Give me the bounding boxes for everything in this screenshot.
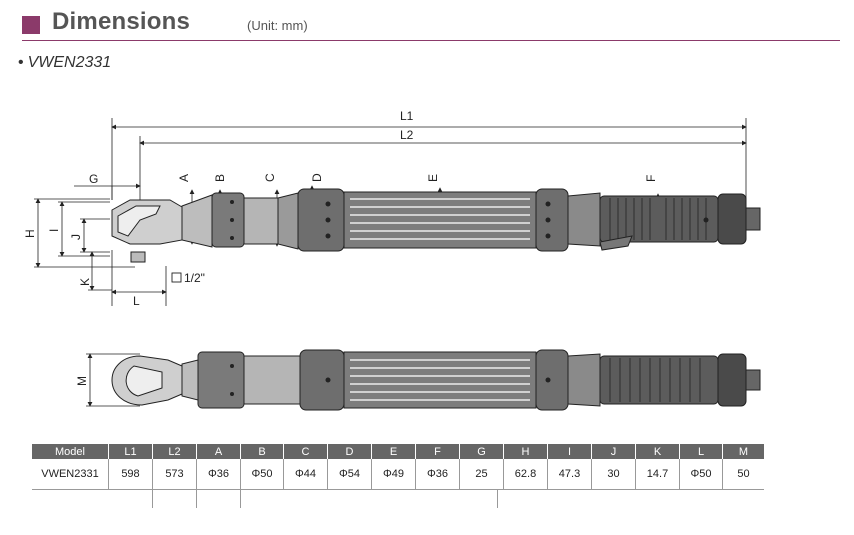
cell-C: Φ44 [283, 459, 328, 490]
table-tail-line [152, 490, 153, 508]
label-L2: L2 [400, 128, 414, 142]
label-H: H [23, 229, 37, 238]
spec-table: Model L1 L2 A B C D E F G H I J K L M VW… [32, 444, 764, 490]
table-tail-line [196, 490, 197, 508]
label-F: F [644, 175, 658, 182]
tool-side-view [111, 188, 761, 263]
cell-D: Φ54 [327, 459, 372, 490]
header-M: M [722, 444, 764, 459]
cell-G: 25 [459, 459, 504, 490]
bullet-icon: • [18, 54, 24, 71]
label-C: C [263, 173, 277, 182]
label-I: I [47, 229, 61, 232]
cell-L2: 573 [152, 459, 197, 490]
header-divider [22, 40, 840, 41]
label-A: A [177, 174, 191, 182]
header-H: H [503, 444, 548, 459]
label-L: L [133, 294, 140, 308]
header-D: D [327, 444, 372, 459]
dim-L2 [139, 136, 747, 200]
header-B: B [240, 444, 284, 459]
label-G: G [89, 172, 98, 186]
header-L1: L1 [108, 444, 153, 459]
table-row: VWEN2331 598 573 Φ36 Φ50 Φ44 Φ54 Φ49 Φ36… [32, 459, 764, 490]
header-C: C [283, 444, 328, 459]
cell-L: Φ50 [679, 459, 723, 490]
dim-L1 [111, 118, 747, 200]
dim-K [88, 251, 112, 291]
table-tail-line [240, 490, 241, 508]
label-J: J [69, 234, 83, 240]
header-F: F [415, 444, 460, 459]
header-E: E [371, 444, 416, 459]
cell-L1: 598 [108, 459, 153, 490]
table-header-row: Model L1 L2 A B C D E F G H I J K L M [32, 444, 764, 459]
cell-M: 50 [737, 468, 750, 480]
header-J: J [591, 444, 636, 459]
header-I: I [547, 444, 592, 459]
label-B: B [213, 174, 227, 182]
cell-model: VWEN2331 [32, 459, 109, 490]
page-title: Dimensions [52, 8, 191, 35]
header-model: Model [32, 444, 109, 459]
cell-A: Φ36 [196, 459, 241, 490]
table-tail-line [497, 490, 498, 508]
dimension-drawing: L1 L2 G A B C D E F H I [23, 109, 761, 411]
label-E: E [426, 174, 440, 182]
cell-J: 30 [591, 459, 636, 490]
cell-I: 47.3 [547, 459, 592, 490]
unit-note: (Unit: mm) [247, 18, 308, 33]
header-accent-square [22, 16, 40, 34]
model-name: VWEN2331 [27, 54, 112, 71]
dim-M [86, 353, 140, 407]
dim-J [80, 218, 110, 253]
label-D: D [310, 173, 324, 182]
header-A: A [196, 444, 241, 459]
label-K: K [78, 278, 92, 286]
dim-L [111, 250, 167, 306]
label-M: M [75, 376, 89, 386]
header-L: L [679, 444, 723, 459]
cell-B: Φ50 [240, 459, 284, 490]
dim-G [74, 183, 141, 200]
label-L1: L1 [400, 109, 414, 123]
model-heading: •VWEN2331 [18, 54, 111, 72]
dim-H [34, 198, 135, 268]
dim-I [58, 201, 110, 257]
header-L2: L2 [152, 444, 197, 459]
header-G: G [459, 444, 504, 459]
cell-E: Φ49 [371, 459, 416, 490]
cell-H: 62.8 [503, 459, 548, 490]
cell-K: 14.7 [635, 459, 680, 490]
square-drive-icon [171, 272, 182, 283]
label-drive-size: 1/2" [184, 271, 205, 285]
header-K: K [635, 444, 680, 459]
cell-F: Φ36 [415, 459, 460, 490]
tool-top-view [111, 349, 761, 411]
